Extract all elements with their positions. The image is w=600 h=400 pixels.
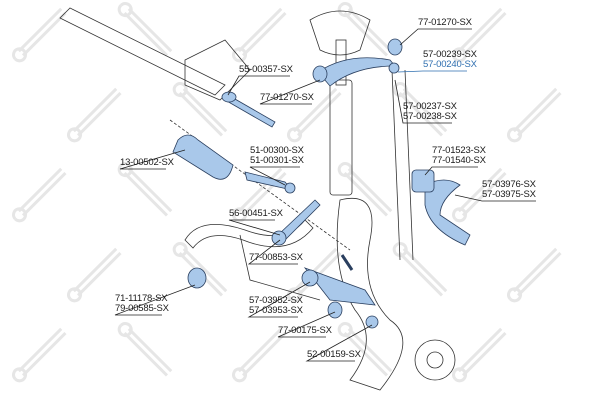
- watermark-mark: [232, 7, 287, 63]
- label-55-00357-sx: 55-00357-SX: [239, 64, 293, 75]
- watermark-mark: [67, 247, 122, 303]
- watermark-mark: [452, 327, 507, 383]
- watermark-mark: [117, 2, 173, 57]
- label-57-03953-sx: 57-03953-SX: [249, 305, 303, 316]
- stabilizer-link-line: [239, 234, 321, 301]
- lower-arm-rear-bushing: [327, 301, 343, 319]
- watermark-mark: [287, 87, 342, 143]
- watermark-mark: [67, 87, 122, 143]
- watermark-mark: [337, 2, 393, 57]
- tie-rod-ball: [284, 182, 296, 194]
- knuckle-arm-line: [391, 69, 401, 261]
- strut-top-mount: [309, 10, 371, 56]
- watermark-mark: [12, 327, 67, 383]
- label-71-11178-sx: 71-11178-SX: [115, 293, 168, 304]
- label-57-00237-sx: 57-00237-SX: [403, 101, 457, 112]
- label-57-03975-sx: 57-03975-SX: [482, 189, 536, 200]
- label-79-00585-sx: 79-00585-SX: [115, 303, 169, 314]
- label-77-00853-sx: 77-00853-SX: [249, 252, 303, 263]
- label-57-00238-sx: 57-00238-SX: [403, 111, 457, 122]
- wheel-hub: [414, 339, 456, 381]
- label-77-01270-sx-mid: 77-01270-SX: [260, 92, 314, 103]
- arm-bushing: [271, 230, 287, 246]
- watermark-mark: [12, 7, 67, 63]
- label-57-03952-sx: 57-03952-SX: [249, 295, 303, 306]
- watermark-mark: [452, 7, 507, 63]
- upper-arm-bushing: [312, 65, 328, 83]
- knuckle-arm-line: [404, 69, 414, 261]
- upper-ball-joint: [388, 62, 400, 74]
- label-77-00175-sx: 77-00175-SX: [278, 325, 332, 336]
- stabilizer-bar: [184, 219, 314, 249]
- steering-gear-housing: [184, 39, 251, 101]
- label-57-00239-sx: 57-00239-SX: [423, 49, 477, 60]
- watermark-mark: [232, 327, 287, 383]
- label-51-00301-sx: 51-00301-SX: [250, 155, 304, 166]
- watermark-mark: [452, 167, 507, 223]
- steering-rack: [59, 7, 226, 96]
- label-77-01270-sx-top: 77-01270-SX: [418, 17, 472, 28]
- watermark-mark: [12, 167, 67, 223]
- highlighted-parts: [172, 38, 471, 329]
- label-51-00300-sx: 51-00300-SX: [250, 145, 304, 156]
- steering-boot: [172, 134, 234, 180]
- stabilizer-link: [340, 254, 354, 271]
- stabilizer-bushing: [187, 267, 207, 289]
- lower-arm-bushing: [301, 269, 319, 287]
- label-52-00159-sx: 52-00159-SX: [307, 349, 361, 360]
- hub-center: [426, 351, 444, 369]
- upper-control-arm: [317, 57, 396, 87]
- watermark-mark: [337, 322, 393, 377]
- watermark-mark: [507, 247, 562, 303]
- tie-rod-joint: [221, 91, 237, 103]
- tension-strut: [424, 179, 471, 246]
- label-13-00502-sx: 13-00502-SX: [120, 157, 174, 168]
- lower-ball-joint: [365, 315, 379, 329]
- upper-arm-bushing-top: [387, 38, 403, 56]
- label-56-00451-sx: 56-00451-SX: [229, 208, 283, 219]
- label-57-00240-sx: 57-00240-SX: [423, 59, 477, 70]
- label-77-01523-sx: 77-01523-SX: [432, 145, 486, 156]
- watermark-mark: [172, 82, 228, 137]
- watermark-mark: [117, 322, 173, 377]
- watermark-mark: [117, 162, 173, 217]
- label-57-03976-sx: 57-03976-SX: [482, 179, 536, 190]
- label-77-01540-sx: 77-01540-SX: [432, 155, 486, 166]
- lower-control-arm: [303, 267, 376, 306]
- watermark-mark: [507, 87, 562, 143]
- watermark-mark: [337, 162, 393, 217]
- watermark-mark: [392, 242, 448, 297]
- tension-strut-bushing: [411, 169, 435, 193]
- shock-absorber: [329, 79, 353, 196]
- leader-lines: [114, 28, 536, 362]
